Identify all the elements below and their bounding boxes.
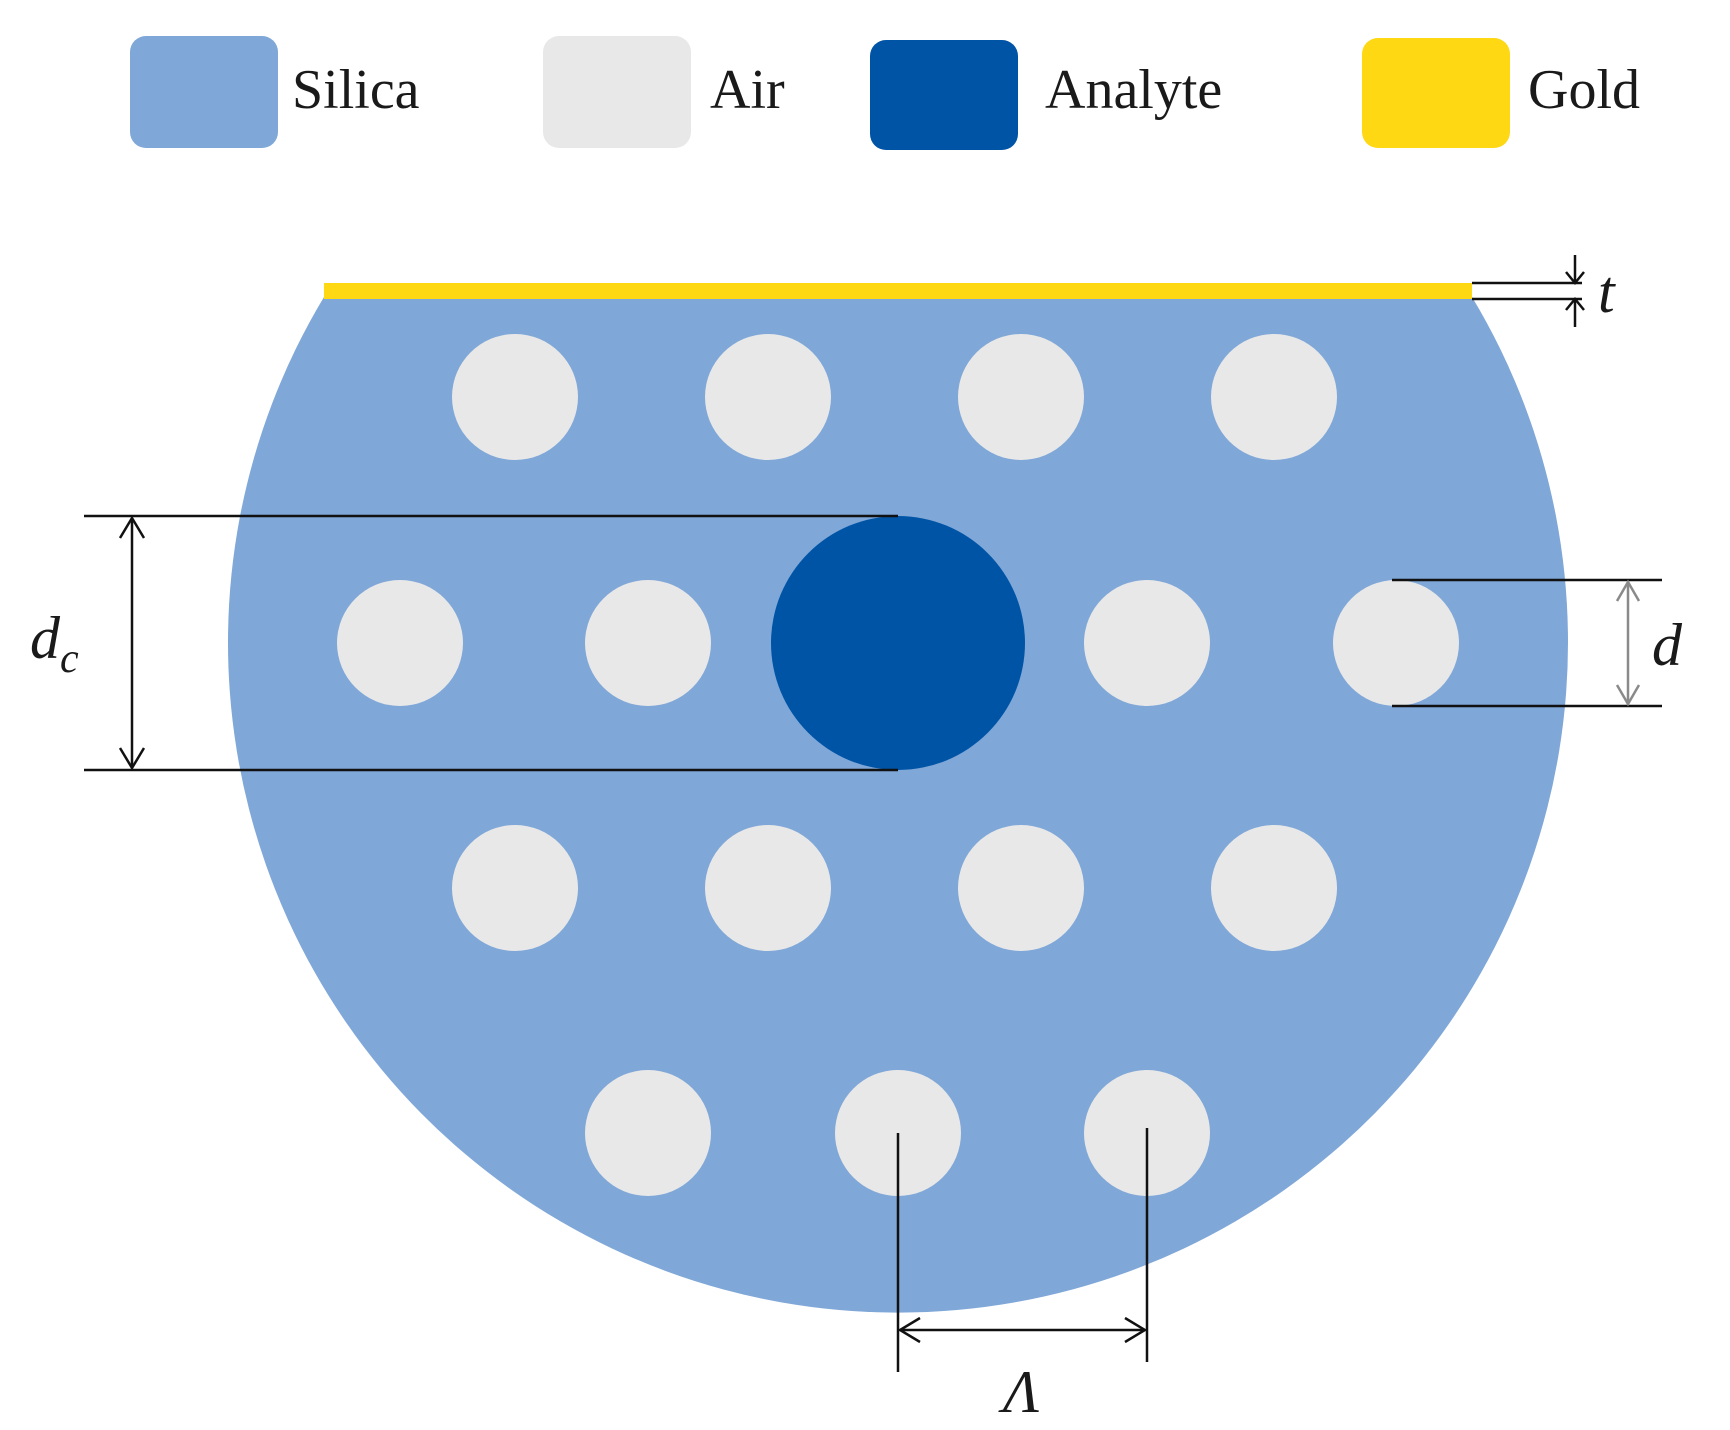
analyte-core: [771, 516, 1025, 770]
dimension-d-arrowhead-bottom: [1615, 684, 1641, 707]
air-hole-r2-c1: [337, 580, 463, 706]
air-hole-r3-c4: [1211, 825, 1337, 951]
dimension-pitch-arrowhead-left: [897, 1316, 921, 1344]
dimension-pitch-label: Λ: [998, 1359, 1039, 1425]
dimension-d-arrowhead-top: [1615, 579, 1641, 602]
air-hole-r1-c1: [452, 334, 578, 460]
legend-label-silica: Silica: [292, 59, 420, 121]
dimension-t: t: [1472, 255, 1616, 327]
legend-swatch-gold: [1362, 38, 1510, 148]
dimension-pitch: Λ: [896, 1128, 1149, 1425]
dimension-pitch-arrowhead-right: [1124, 1316, 1148, 1344]
dimension-dc-subscript: c: [60, 636, 79, 682]
legend-label-air: Air: [710, 59, 785, 121]
dimension-dc-label: d: [30, 605, 61, 671]
dimension-dc: dc: [30, 514, 898, 772]
dimension-dc-arrowhead-top: [118, 515, 146, 539]
legend-swatch-air: [543, 36, 691, 148]
air-hole-r3-c3: [958, 825, 1084, 951]
dimension-d: d: [1392, 578, 1683, 708]
air-holes: [337, 334, 1459, 1196]
dimension-d-label: d: [1652, 612, 1683, 678]
legend-item-gold: Gold: [1362, 38, 1640, 148]
air-hole-r2-c4: [1333, 580, 1459, 706]
air-hole-r2-c3: [1084, 580, 1210, 706]
legend-swatch-silica: [130, 36, 278, 148]
legend-item-silica: Silica: [130, 36, 420, 148]
air-hole-r4-c1: [585, 1070, 711, 1196]
air-hole-r1-c4: [1211, 334, 1337, 460]
gold-film: [324, 283, 1472, 299]
air-hole-r3-c1: [452, 825, 578, 951]
dimension-t-arrowhead-lower: [1565, 297, 1585, 311]
dimension-t-label: t: [1598, 259, 1616, 325]
dimension-dc-label-group: dc: [30, 605, 79, 682]
silica-cladding: [228, 297, 1569, 1313]
legend-item-air: Air: [543, 36, 785, 148]
air-hole-r1-c3: [958, 334, 1084, 460]
air-hole-r3-c2: [705, 825, 831, 951]
legend-label-gold: Gold: [1528, 59, 1640, 121]
legend-swatch-analyte: [870, 40, 1018, 150]
legend-item-analyte: Analyte: [870, 40, 1222, 150]
air-hole-r2-c2: [585, 580, 711, 706]
legend: Silica Air Analyte Gold: [130, 36, 1640, 150]
dimension-t-arrowhead-upper: [1565, 271, 1585, 285]
air-hole-r1-c2: [705, 334, 831, 460]
legend-label-analyte: Analyte: [1045, 59, 1222, 121]
dimension-dc-arrowhead-bottom: [118, 747, 146, 771]
